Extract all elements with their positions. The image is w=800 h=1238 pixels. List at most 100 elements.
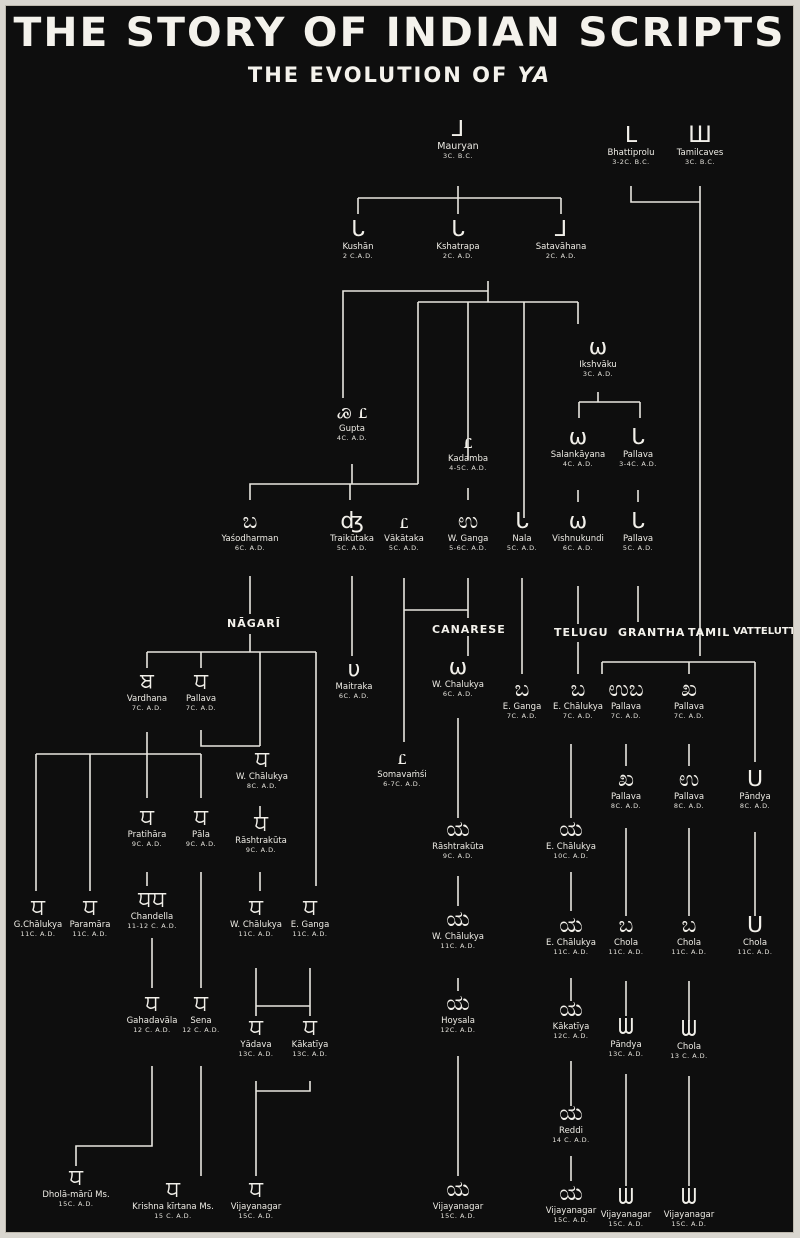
dynasty-name: Vijayanagar: [600, 1210, 652, 1220]
ya-glyph: ꮭ: [463, 429, 473, 454]
dynasty-name: Pallava: [673, 702, 705, 712]
century-date: 11C. A.D.: [72, 930, 108, 938]
dynasty-name: Pallava: [622, 450, 654, 460]
century-date: 3-4C. A.D.: [619, 460, 657, 468]
dynasty-name: Vijayanagar: [663, 1210, 715, 1220]
dynasty-name: Vijayanagar: [230, 1202, 282, 1212]
dynasty-name: Vijayanagar: [545, 1206, 597, 1216]
century-date: 3-2C. B.C.: [612, 158, 650, 166]
dynasty-name: Nala: [512, 534, 532, 544]
ya-glyph: ਧ: [303, 1015, 317, 1040]
ya-glyph: ω: [448, 655, 468, 680]
ya-glyph: ಬ: [514, 677, 530, 702]
ya-glyph: ʤ: [340, 509, 364, 534]
century-date: 12 C. A.D.: [182, 1026, 220, 1034]
ya-glyph: Ш: [688, 123, 712, 148]
dynasty-name: Satavāhana: [535, 242, 587, 252]
century-date: 6C. A.D.: [562, 544, 594, 552]
connector: [357, 186, 562, 214]
dynasty-name: Maitraka: [335, 682, 373, 692]
century-date: 12 C. A.D.: [133, 1026, 171, 1034]
century-date: 4C. A.D.: [562, 460, 594, 468]
dynasty-name: Reddi: [559, 1126, 583, 1136]
ya-glyph: ਧ: [140, 805, 154, 830]
century-date: 9C. A.D.: [185, 840, 217, 848]
dynasty-name: W. Chālukya: [432, 932, 484, 942]
dynasty-name: Salankāyana: [550, 450, 606, 460]
ya-glyph: ಯ: [446, 907, 470, 932]
century-date: 7C. A.D.: [610, 712, 642, 720]
century-date: 2C. A.D.: [442, 252, 474, 260]
dynasty-name: Bhattiprolu: [607, 148, 655, 158]
ya-glyph: υ: [347, 657, 361, 682]
century-date: 15C. A.D.: [58, 1200, 94, 1208]
connector: [601, 646, 756, 762]
dynasty-name: Chola: [676, 1042, 702, 1052]
connector: [146, 576, 317, 886]
connector: [403, 578, 469, 742]
century-date: 7C. A.D.: [562, 712, 594, 720]
century-date: 5C. A.D.: [622, 544, 654, 552]
century-date: 7C. A.D.: [506, 712, 538, 720]
century-date: 11C. A.D.: [20, 930, 56, 938]
ya-glyph: ᒪ: [624, 123, 638, 148]
dynasty-name: E. Chālukya: [546, 842, 596, 852]
dynasty-name: Pallava: [673, 792, 705, 802]
dynasty-name: Pāndya: [739, 792, 771, 802]
dynasty-name: Vishnukundi: [552, 534, 604, 544]
century-date: 5C. A.D.: [336, 544, 368, 552]
ya-glyph: ᗯ: [618, 1185, 634, 1210]
ya-glyph: ਧ: [255, 747, 269, 772]
ya-glyph: ω: [568, 425, 588, 450]
ya-glyph: ꮚ ꮭ: [336, 399, 367, 424]
dynasty-name: Rāshtrakūta: [235, 836, 287, 846]
dynasty-name: Chola: [742, 938, 768, 948]
century-date: 3C. B.C.: [443, 152, 473, 160]
ya-glyph: ਧ: [166, 1177, 180, 1202]
ya-glyph: ಯ: [559, 913, 583, 938]
ya-glyph: ᒐ: [451, 217, 465, 242]
ya-glyph: ਧ: [254, 811, 268, 836]
dynasty-name: Sena: [190, 1016, 212, 1026]
dynasty-name: Kākatīya: [291, 1040, 329, 1050]
ya-glyph: ਧ: [145, 991, 159, 1016]
dynasty-name: Gahadavāla: [126, 1016, 178, 1026]
century-date: 5C. A.D.: [388, 544, 420, 552]
ya-glyph: ਧਧ: [138, 887, 166, 912]
ya-glyph: ಖ: [617, 767, 635, 792]
ya-glyph: ಯ: [559, 1181, 583, 1206]
ya-glyph: ᗯ: [618, 1015, 634, 1040]
ya-glyph: ᒐ: [351, 217, 365, 242]
group-vatteluttu: VATTELUTTU: [733, 626, 793, 637]
century-date: 6C. A.D.: [338, 692, 370, 700]
connector: [255, 968, 311, 1016]
ya-glyph: ᒐ: [515, 509, 529, 534]
group-nagari: NĀGARĪ: [227, 617, 281, 630]
century-date: 7C. A.D.: [131, 704, 163, 712]
connector-lines: [35, 186, 756, 1186]
connector: [577, 490, 639, 502]
ya-glyph: ಬ: [681, 913, 697, 938]
century-date: 3C. B.C.: [685, 158, 715, 166]
